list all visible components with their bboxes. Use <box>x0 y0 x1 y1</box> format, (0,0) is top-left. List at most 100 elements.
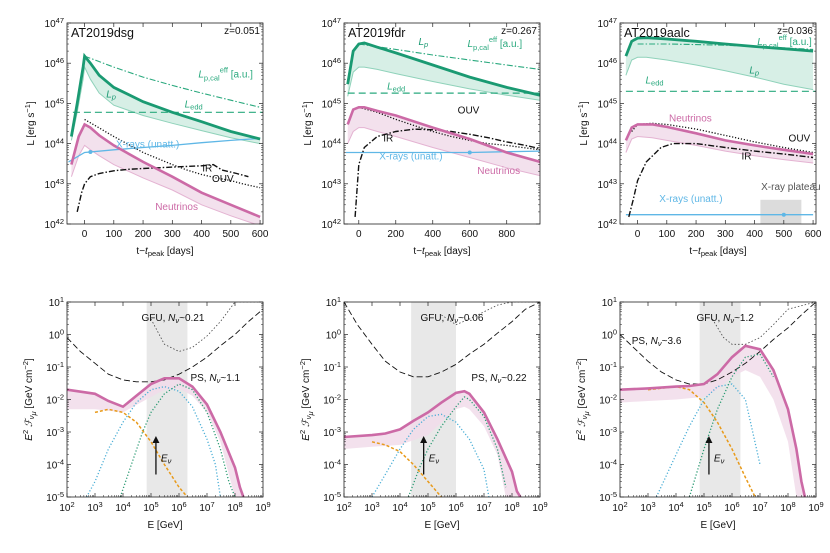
x-tick-label: 600 <box>805 229 822 240</box>
y-tick-label: 1045 <box>45 96 64 110</box>
plot-area <box>624 36 816 224</box>
y-tick-label: 100 <box>326 328 341 342</box>
x-tick-label: 600 <box>252 229 269 240</box>
Lp-label: Lp <box>106 89 116 101</box>
x-tick-label: 106 <box>448 500 463 514</box>
ir-line <box>76 163 249 213</box>
Ledd-label: Ledd <box>387 81 405 93</box>
ir-line <box>354 128 540 217</box>
Lp-eff-label: Lp,caleff [a.u.] <box>198 65 253 82</box>
y-tick-label: 10-4 <box>46 458 64 472</box>
y-tick-label: 1047 <box>598 16 617 30</box>
x-tick-label: 107 <box>476 500 491 514</box>
x-tick-label: 108 <box>504 500 519 514</box>
x-axis-label: t−tpeak [days] <box>413 246 470 258</box>
y-tick-label: 1042 <box>45 217 64 231</box>
y-tick-label: 10-5 <box>599 490 617 504</box>
ps-label: PS, Nν~0.22 <box>471 373 527 385</box>
x-tick-label: 500 <box>222 229 239 240</box>
plot-area <box>345 41 540 217</box>
Lp-eff-line <box>84 55 261 108</box>
x-tick-label: 104 <box>392 500 407 514</box>
neutrino-spectrum-line <box>620 344 807 497</box>
neutrino-line <box>346 106 540 164</box>
Lp-label: Lp <box>418 37 428 49</box>
ps-label: PS, Nν~1.1 <box>190 373 240 385</box>
x-tick-label: 109 <box>255 500 270 514</box>
ir-label: IR <box>383 134 393 145</box>
y-tick-label: 1045 <box>598 96 617 110</box>
neutrino-band <box>625 124 814 163</box>
neutrino-band <box>347 107 540 176</box>
x-tick-label: 500 <box>775 229 792 240</box>
panel-title: AT2019dsg <box>71 26 134 40</box>
xray-marker <box>88 149 93 154</box>
x-tick-label: 0 <box>82 229 88 240</box>
y-tick-label: 101 <box>49 295 64 309</box>
pgamma-component-line <box>371 413 490 497</box>
x-tick-label: 200 <box>135 229 152 240</box>
Lp-label: Lp <box>749 65 759 77</box>
x-axis-label: E [GeV] <box>424 520 459 531</box>
x-tick-label: 300 <box>164 229 181 240</box>
y-axis-label: L [erg s−1] <box>576 101 590 146</box>
xray-plateau-band <box>760 199 802 224</box>
Lp-line <box>70 52 261 141</box>
neutrino-band <box>67 378 244 497</box>
energy-shade <box>699 302 741 497</box>
neutrino-line <box>70 122 261 219</box>
plot-area <box>620 302 816 497</box>
Lp-eff-line <box>358 43 540 70</box>
x-tick-label: 106 <box>724 500 739 514</box>
x-tick-label: 105 <box>143 500 158 514</box>
y-tick-label: 10-5 <box>46 490 64 504</box>
ouv-line <box>84 118 261 189</box>
plot-frame <box>343 301 541 498</box>
neutrino-spectrum-line <box>344 389 522 497</box>
y-tick-label: 101 <box>326 295 341 309</box>
redshift-label: z=0.267 <box>501 26 537 37</box>
y-axis-label: L [erg s−1] <box>300 101 314 146</box>
gfu-sensitivity-line <box>712 302 816 345</box>
gfu-label: GFU, Nν~0.06 <box>420 313 483 325</box>
Lp-line <box>346 41 540 97</box>
y-tick-label: 10-2 <box>599 393 617 407</box>
y-tick-label: 1044 <box>598 137 617 151</box>
Lp-band <box>625 37 814 90</box>
y-tick-label: 10-1 <box>46 360 64 374</box>
ev-label: Eν <box>714 453 725 465</box>
Lp-eff-label: Lp,caleff [a.u.] <box>757 33 812 50</box>
pgamma-component-line <box>655 383 761 497</box>
redshift-label: z=0.036 <box>777 26 813 37</box>
x-tick-label: 109 <box>808 500 823 514</box>
neutrino-label: Neutrinos <box>155 202 198 213</box>
x-tick-label: 200 <box>387 229 404 240</box>
plot-area <box>344 302 540 497</box>
y-axis-label: E2 ℱνμ [GeV cm−2] <box>21 358 38 441</box>
y-tick-label: 1043 <box>598 177 617 191</box>
x-axis-label: t−tpeak [days] <box>689 246 746 258</box>
ev-label: Eν <box>429 453 440 465</box>
ouv-line <box>358 106 540 151</box>
x-tick-label: 109 <box>532 500 547 514</box>
gfu-label: GFU, Nν~1.2 <box>696 313 754 325</box>
ev-arrow-head <box>152 436 160 443</box>
plot-frame <box>66 301 264 498</box>
y-tick-label: 10-3 <box>323 425 341 439</box>
ev-arrow-head <box>705 436 713 443</box>
y-tick-label: 1047 <box>322 16 341 30</box>
panel-title: AT2019fdr <box>348 26 405 40</box>
Lp-lower-line <box>625 56 814 91</box>
x-tick-label: 105 <box>420 500 435 514</box>
x-tick-label: 100 <box>105 229 122 240</box>
plot-frame <box>619 22 817 225</box>
y-tick-label: 10-1 <box>323 360 341 374</box>
x-axis-label: E [GeV] <box>700 520 735 531</box>
x-tick-label: 102 <box>59 500 74 514</box>
x-tick-label: 103 <box>87 500 102 514</box>
Lp-lower-line <box>347 66 540 101</box>
redshift-label: z=0.051 <box>224 26 260 37</box>
